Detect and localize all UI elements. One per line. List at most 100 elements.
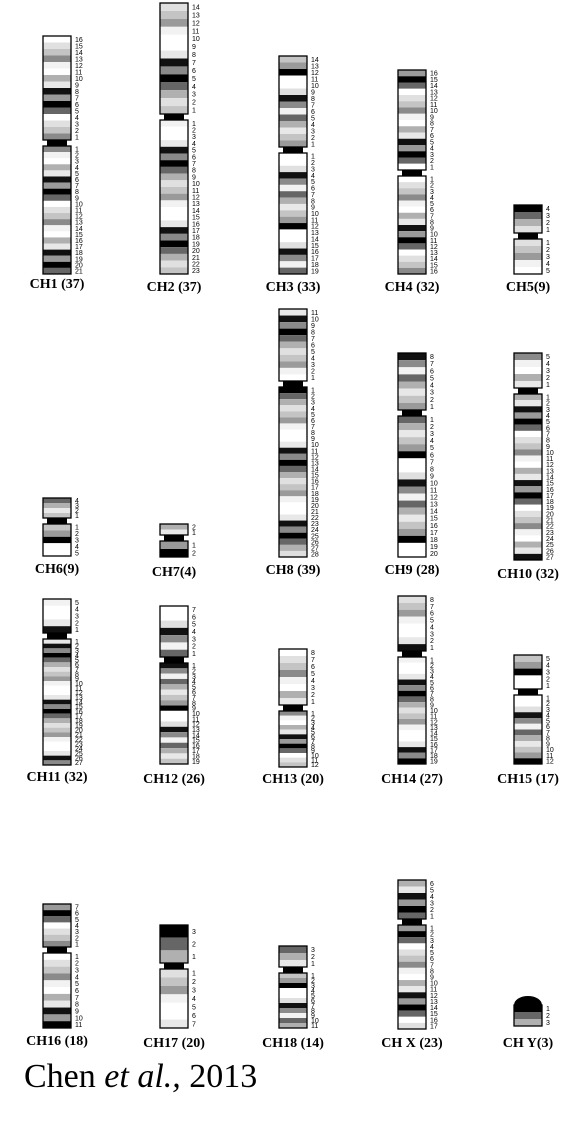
ch11-q-band-11 — [43, 685, 71, 691]
ch4-p-band-label: 9 — [430, 114, 434, 121]
ch15-q-band-label: 11 — [546, 753, 553, 760]
ch3-q-band-label: 9 — [311, 205, 315, 212]
ch2-q-band-22 — [160, 260, 188, 268]
ch4-q-band-label: 1 — [430, 177, 434, 184]
chx-p-band-1 — [398, 912, 426, 919]
ch4-p-band-label: 15 — [430, 77, 438, 84]
ch10-centromere — [518, 388, 538, 394]
ch14-q-band-label: 3 — [430, 669, 434, 676]
ch16-q-arm-outline — [42, 952, 72, 1029]
ch12-q-band-label: 9 — [192, 706, 196, 713]
ch14-q-band-label: 13 — [430, 725, 438, 732]
ch4-p-band-label: 10 — [430, 108, 438, 115]
ch1-p-band-label: 13 — [75, 56, 83, 63]
ch1-q-band-18 — [43, 249, 71, 256]
ch13-p-band-8 — [279, 649, 307, 656]
ch14-q-band-label: 19 — [430, 759, 438, 766]
ch1-p-band-label: 9 — [75, 82, 79, 89]
ch12-p-band-5 — [160, 620, 188, 628]
ch3-q-band-label: 8 — [311, 198, 315, 205]
ch18-q-band-3 — [279, 983, 307, 988]
ch11-p-band-label: 2 — [75, 620, 79, 627]
ch10-q-band-18 — [514, 498, 542, 505]
ch10-q-band-14 — [514, 473, 542, 481]
ch11-q-band-label: 25 — [75, 751, 83, 758]
chy-q-band-1 — [514, 1005, 542, 1012]
ch6-centromere — [47, 518, 67, 524]
ch9-q-band-label: 10 — [430, 480, 438, 487]
ch18-p-band-1 — [279, 960, 307, 967]
ch14-p-band-label: 6 — [430, 611, 434, 618]
ch9-p-band-4 — [398, 381, 426, 389]
ch4-p-band-9 — [398, 113, 426, 120]
ch2-q-band-8 — [160, 166, 188, 174]
ch1-q-band-label: 10 — [75, 201, 83, 208]
ch11-q-band-label: 17 — [75, 714, 83, 721]
ch17-p-band-label: 3 — [192, 929, 196, 936]
ch8-q-band-2 — [279, 393, 307, 400]
ch1-q-band-label: 5 — [75, 171, 79, 178]
ch2-p-band-label: 8 — [192, 52, 196, 59]
ch4-q-band-label: 7 — [430, 213, 434, 220]
ch9-q-band-label: 1 — [430, 417, 434, 424]
ch14-q-band-label: 4 — [430, 674, 434, 681]
ch1-p-band-13 — [43, 55, 71, 62]
ch8-label: CH8 (39) — [266, 563, 321, 578]
chx-p-band-label: 6 — [430, 881, 434, 888]
ch14-q-band-2 — [398, 662, 426, 669]
ch8-q-band-23 — [279, 520, 307, 527]
ch3-p-band-label: 2 — [311, 135, 315, 142]
ch16-q-band-label: 9 — [75, 1008, 79, 1015]
ch3-p-band-11 — [279, 75, 307, 82]
ch10-q-band-13 — [514, 467, 542, 474]
ch10-q-band-label: 4 — [546, 413, 550, 420]
ch1-p-band-10 — [43, 75, 71, 82]
ch2-q-band-label: 5 — [192, 148, 196, 155]
ch13-q-arm-outline — [278, 710, 308, 768]
ch5-q-band-5 — [514, 267, 542, 274]
ch10-q-band-4 — [514, 412, 542, 419]
ch10-q-band-23 — [514, 529, 542, 536]
ch8-q-band-label: 22 — [311, 515, 319, 522]
ch14-p-band-5 — [398, 616, 426, 624]
chx-q-band-label: 9 — [430, 975, 434, 982]
ch1-p-band-11 — [43, 68, 71, 75]
ch10-q-band-label: 1 — [546, 395, 550, 402]
ch3-p-band-2 — [279, 134, 307, 141]
ch10-p-band-label: 1 — [546, 382, 550, 389]
ch8-p-band-label: 3 — [311, 362, 315, 369]
ch3-p-band-12 — [279, 69, 307, 76]
ch4-p-band-label: 5 — [430, 139, 434, 146]
ch16-q-band-3 — [43, 966, 71, 974]
ch1-p-band-label: 4 — [75, 115, 79, 122]
ch8-q-band-16 — [279, 478, 307, 485]
ch3-q-band-2 — [279, 159, 307, 166]
ch8-q-band-label: 23 — [311, 521, 319, 528]
chx-q-band-10 — [398, 980, 426, 987]
ch1-q-band-12 — [43, 213, 71, 220]
ch11-q-band-26 — [43, 755, 71, 761]
ch12-p-band-label: 7 — [192, 607, 196, 614]
chromosome-ch12: 765432112345678910111213141516171819CH12… — [143, 605, 205, 787]
chx-q-band-label: 17 — [430, 1023, 438, 1030]
ch7-p-band-label: 1 — [192, 530, 196, 537]
ch16-q-band-label: 1 — [75, 954, 79, 961]
ch11-q-band-24 — [43, 746, 71, 751]
ch11-q-band-label: 11 — [75, 686, 82, 693]
ch2-q-band-label: 8 — [192, 168, 196, 175]
ch8-p-band-10 — [279, 315, 307, 323]
ch8-q-band-label: 15 — [311, 473, 319, 480]
ch10-q-band-label: 10 — [546, 450, 554, 457]
ch11-q-band-label: 5 — [75, 658, 79, 665]
ch1-p-band-5 — [43, 107, 71, 114]
ch15-q-band-2 — [514, 700, 542, 707]
ch4-p-band-2 — [398, 157, 426, 164]
ch15-q-band-3 — [514, 706, 542, 713]
ch8-centromere — [283, 381, 303, 387]
ch6-q-band-label: 4 — [75, 544, 79, 551]
ch16-q-band-label: 8 — [75, 1002, 79, 1009]
ch11-q-band-14 — [43, 699, 71, 705]
chx-q-band-label: 8 — [430, 968, 434, 975]
ch2-q-band-20 — [160, 247, 188, 254]
ch1-q-band-15 — [43, 231, 71, 238]
